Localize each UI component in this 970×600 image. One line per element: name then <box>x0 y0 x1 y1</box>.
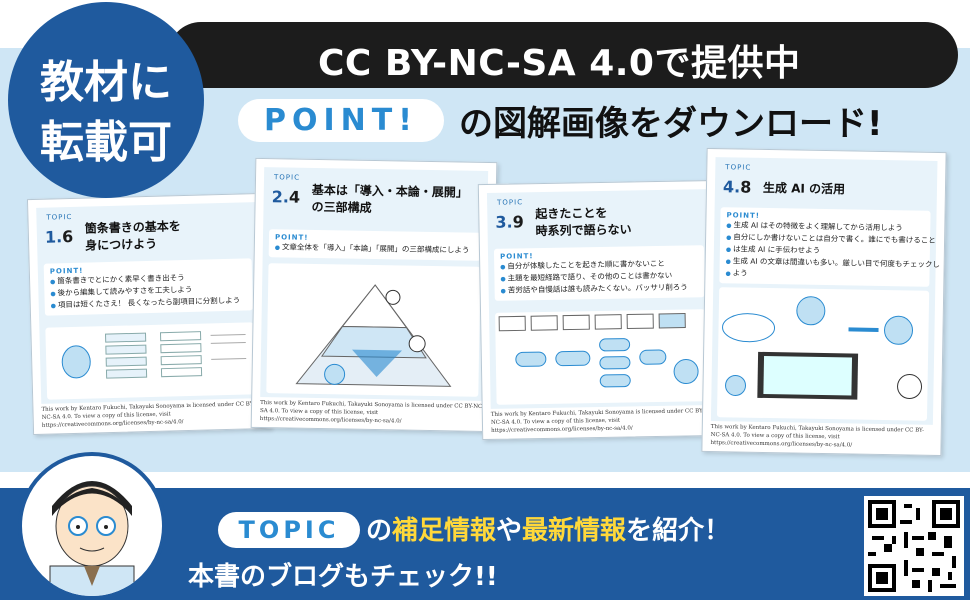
download-heading[interactable]: POINT! の図解画像をダウンロード! <box>238 96 883 148</box>
topic-label: TOPIC <box>497 198 524 207</box>
point-box: POINT! 箇条書きでとにかく素早く書き出そう 後から編集して読みやすさを工夫… <box>43 258 253 316</box>
author-illustration <box>49 481 135 596</box>
qr-code[interactable] <box>864 496 964 596</box>
topic-label: TOPIC <box>273 173 301 182</box>
line-text: を紹介！ <box>626 516 731 546</box>
num-suffix: 6 <box>61 226 74 247</box>
card-title: 起きたことを時系列で語らない <box>535 204 632 240</box>
download-text: の図解画像をダウンロード! <box>459 104 883 144</box>
illustration-graphic <box>295 284 452 387</box>
card-inner: TOPIC 4.8 生成 AI の活用 POINT! 生成 AI はその特徴をよ… <box>710 157 940 425</box>
topic-number: 4.8 <box>723 177 752 196</box>
badge-line-2: 転載可 <box>40 117 172 168</box>
blog-line-2[interactable]: 本書のブログもチェック!! <box>188 562 498 592</box>
point-box: POINT! 自分が体験したことを起きた順に書かないこと 主題を最短経路で語り、… <box>493 245 705 301</box>
reprint-badge: 教材に 転載可 <box>8 2 204 198</box>
badge-line-1: 教材に <box>40 57 172 108</box>
qr-code-graphic <box>868 500 960 592</box>
topic-number: 1.6 <box>45 227 74 247</box>
topic-number: 3.9 <box>495 212 524 231</box>
card-illustration <box>266 263 481 397</box>
title-line: 時系列で語らない <box>535 222 632 239</box>
title-line: の三部構成 <box>311 199 372 215</box>
license-note: This work by Kentaro Fukuchi, Takayuki S… <box>259 400 485 425</box>
num-prefix: 3. <box>495 212 513 232</box>
highlight-latest: 最新情報 <box>522 516 627 546</box>
title-line: 身につけよう <box>85 236 158 253</box>
num-prefix: 4. <box>722 177 741 197</box>
card-topic-2-4[interactable]: TOPIC 2.4 基本は「導入・本論・展開」の三部構成 POINT! 文章全体… <box>250 157 498 433</box>
license-text: CC BY-NC-SA 4.0で提供中 <box>318 43 801 84</box>
license-banner: CC BY-NC-SA 4.0で提供中 <box>168 22 958 88</box>
title-line: 生成 AI の活用 <box>762 180 846 197</box>
card-title: 箇条書きの基本を身につけよう <box>85 218 182 255</box>
topic-number: 2.4 <box>272 187 301 206</box>
topic-label: TOPIC <box>725 163 752 172</box>
topic-label: TOPIC <box>46 212 73 222</box>
card-title: 基本は「導入・本論・展開」の三部構成 <box>311 182 468 219</box>
author-avatar <box>18 452 166 600</box>
card-inner: TOPIC 2.4 基本は「導入・本論・展開」の三部構成 POINT! 文章全体… <box>260 167 489 401</box>
highlight-supplement: 補足情報 <box>392 516 497 546</box>
license-note: This work by Kentaro Fukuchi, Takayuki S… <box>41 401 255 429</box>
point-item: 苦労話や自慢話は誰も読みたくない。バッサリ削ろう <box>501 281 699 296</box>
license-note: This work by Kentaro Fukuchi, Takayuki S… <box>490 408 705 434</box>
card-topic-4-8[interactable]: TOPIC 4.8 生成 AI の活用 POINT! 生成 AI はその特徴をよ… <box>701 147 947 457</box>
illustration-graphic <box>61 331 247 379</box>
card-illustration <box>716 287 930 421</box>
line-text: や <box>496 516 523 546</box>
num-prefix: 1. <box>44 227 63 247</box>
title-line: 箇条書きの基本を <box>84 219 181 236</box>
num-suffix: 9 <box>512 212 524 232</box>
card-title: 生成 AI の活用 <box>763 180 845 198</box>
line-text: の <box>366 516 393 546</box>
num-prefix: 2. <box>271 187 290 207</box>
card-illustration <box>45 322 256 400</box>
illustration-graphic <box>498 313 699 388</box>
topic-pill: TOPIC <box>218 512 360 548</box>
point-item: 文章全体を「導入」「本論」「展開」の三部構成にしよう <box>275 241 475 256</box>
point-box: POINT! 生成 AI はその特徴をよく理解してから活用しよう 自分にしか書け… <box>719 207 940 287</box>
license-note: This work by Kentaro Fukuchi, Takayuki S… <box>710 424 925 449</box>
point-box: POINT! 文章全体を「導入」「本論」「展開」の三部構成にしよう <box>268 229 482 261</box>
point-pill: POINT! <box>238 99 444 142</box>
illustration-graphic <box>722 296 923 400</box>
card-illustration <box>495 309 707 405</box>
blog-line-1: の補足情報や最新情報を紹介！ <box>366 510 730 547</box>
title-line: 起きたことを <box>535 205 608 222</box>
num-suffix: 4 <box>288 187 301 207</box>
num-suffix: 8 <box>740 177 752 197</box>
